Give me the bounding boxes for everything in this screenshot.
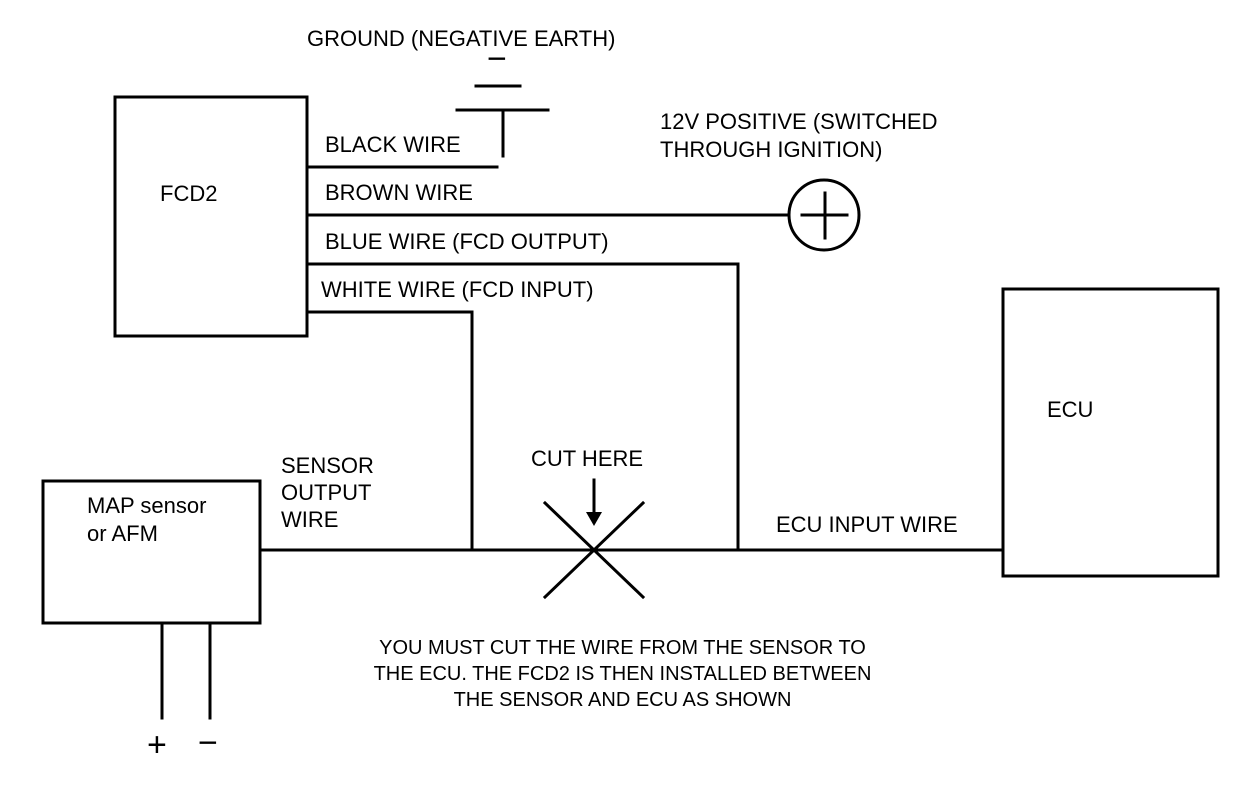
- blue-wire-label: BLUE WIRE (FCD OUTPUT): [325, 229, 609, 254]
- installation-note-line1: YOU MUST CUT THE WIRE FROM THE SENSOR TO: [379, 637, 866, 659]
- positive-label-line2: THROUGH IGNITION): [660, 137, 883, 162]
- sensor-output-label-line1: SENSOR: [281, 453, 374, 478]
- sensor-minus-icon: −: [198, 724, 218, 762]
- sensor-title-line1: MAP sensor: [87, 493, 207, 518]
- brown-wire-label: BROWN WIRE: [325, 180, 473, 205]
- ecu-title: ECU: [1047, 397, 1094, 422]
- sensor-output-label-line2: OUTPUT: [281, 480, 372, 505]
- cut-mark-b: [542, 500, 646, 600]
- cut-here-label: CUT HERE: [531, 446, 644, 471]
- cut-arrow-head: [586, 512, 602, 526]
- white-wire: [305, 310, 474, 552]
- fcd2-title: FCD2: [160, 181, 218, 206]
- blue-wire: [305, 262, 740, 552]
- black-wire-label: BLACK WIRE: [325, 132, 461, 157]
- installation-note: YOU MUST CUT THE WIRE FROM THE SENSOR TO…: [330, 635, 915, 713]
- ground-minus-icon: −: [487, 40, 507, 78]
- sensor-title-line2: or AFM: [87, 521, 158, 546]
- installation-note-line3: THE SENSOR AND ECU AS SHOWN: [453, 689, 792, 711]
- installation-note-line2: THE ECU. THE FCD2 IS THEN INSTALLED BETW…: [373, 663, 872, 685]
- sensor-box: [41, 479, 262, 625]
- fcd2-box: [113, 95, 309, 338]
- ground-label: GROUND (NEGATIVE EARTH): [307, 26, 616, 51]
- sensor-output-label-line3: WIRE: [281, 507, 339, 532]
- ecu-box: [1001, 287, 1220, 578]
- ecu-input-wire-label: ECU INPUT WIRE: [776, 512, 958, 537]
- positive-label-line1: 12V POSITIVE (SWITCHED: [660, 109, 938, 134]
- sensor-plus-icon: +: [147, 726, 167, 764]
- white-wire-label: WHITE WIRE (FCD INPUT): [321, 277, 594, 302]
- positive-terminal: [787, 178, 861, 252]
